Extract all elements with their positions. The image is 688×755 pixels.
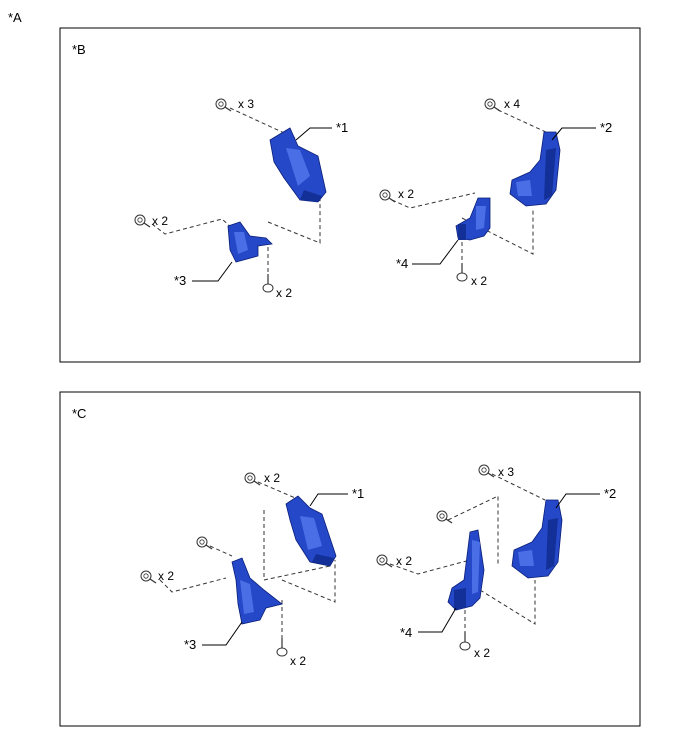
figure-label: *A [8, 10, 22, 25]
quantity-label: x 2 [471, 274, 487, 288]
quantity-label: x 2 [398, 187, 414, 201]
panel-c: *C [59, 391, 641, 727]
callout-label: *1 [336, 120, 348, 135]
part-1 [269, 127, 327, 203]
part-3 [227, 221, 273, 263]
quantity-label: x 2 [158, 569, 174, 583]
callout-label: *2 [604, 486, 616, 501]
panel-b-frame [59, 27, 641, 363]
callout-label: *4 [396, 256, 408, 271]
callout-label: *4 [400, 625, 412, 640]
panel-c-label: *C [72, 406, 86, 421]
quantity-label: x 3 [238, 97, 254, 111]
part-3 [231, 557, 283, 625]
part-1 [285, 495, 337, 567]
callout-label: *1 [352, 486, 364, 501]
part-2 [511, 499, 563, 579]
callout-label: *3 [184, 637, 196, 652]
quantity-label: x 4 [504, 97, 520, 111]
panel-b: *B [59, 27, 641, 363]
panel-b-label: *B [72, 42, 86, 57]
callout-label: *2 [600, 120, 612, 135]
part-2 [509, 131, 561, 207]
quantity-label: x 2 [264, 471, 280, 485]
quantity-label: x 3 [498, 465, 514, 479]
part-4 [455, 197, 491, 241]
quantity-label: x 2 [276, 286, 292, 300]
quantity-label: x 2 [290, 654, 306, 668]
quantity-label: x 2 [396, 554, 412, 568]
quantity-label: x 2 [152, 214, 168, 228]
part-4 [447, 529, 485, 611]
quantity-label: x 2 [474, 646, 490, 660]
callout-label: *3 [174, 273, 186, 288]
